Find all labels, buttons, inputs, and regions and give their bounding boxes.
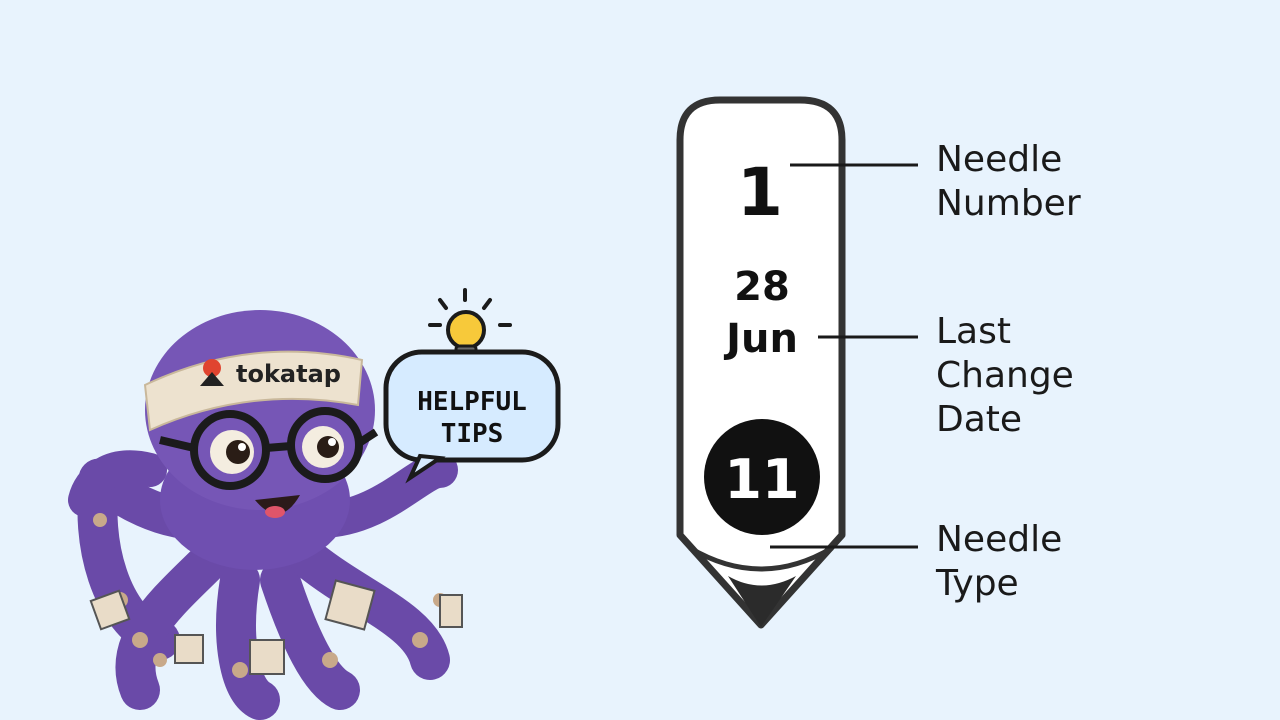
label-needle-type: Needle Type [936, 518, 1062, 606]
needle-tip [728, 576, 796, 627]
needle-tag-diagram: 1 28 Jun 11 Needle Number Last Change Da… [600, 0, 1280, 720]
headband-text: tokatap [236, 360, 341, 388]
needle-type-circle [704, 419, 820, 535]
label-needle-type-line-2: Type [936, 563, 1019, 604]
bubble-line-2: TIPS [441, 419, 504, 449]
glasses [159, 407, 379, 490]
needle-tag-svg: 1 28 Jun 11 [676, 96, 918, 629]
eyes [210, 426, 344, 474]
needle-tip-curve [688, 545, 834, 572]
label-last-change-date-line-2: Change [936, 355, 1074, 396]
label-last-change-date-line-1: Last [936, 311, 1011, 352]
label-needle-type-line-1: Needle [936, 519, 1063, 560]
date-day-value: 28 [734, 264, 790, 310]
qr-patches [89, 579, 463, 675]
needle-number-value: 1 [737, 154, 783, 231]
bubble-line-1: HELPFUL [417, 387, 527, 417]
octopus-mascot: tokatap HELPFUL TIPS [68, 288, 561, 720]
label-last-change-date: Last Change Date [936, 310, 1074, 442]
label-needle-number-line-1: Needle [936, 139, 1063, 180]
helpful-tips-bubble: HELPFUL TIPS [383, 349, 561, 484]
needle-type-value: 11 [724, 448, 799, 511]
tentacle-suckers [93, 513, 447, 678]
headband-logo-icon [203, 359, 221, 377]
label-last-change-date-line-3: Date [936, 399, 1023, 440]
label-needle-number-line-2: Number [936, 183, 1081, 224]
label-needle-number: Needle Number [936, 138, 1081, 226]
date-month-value: Jun [723, 316, 798, 362]
